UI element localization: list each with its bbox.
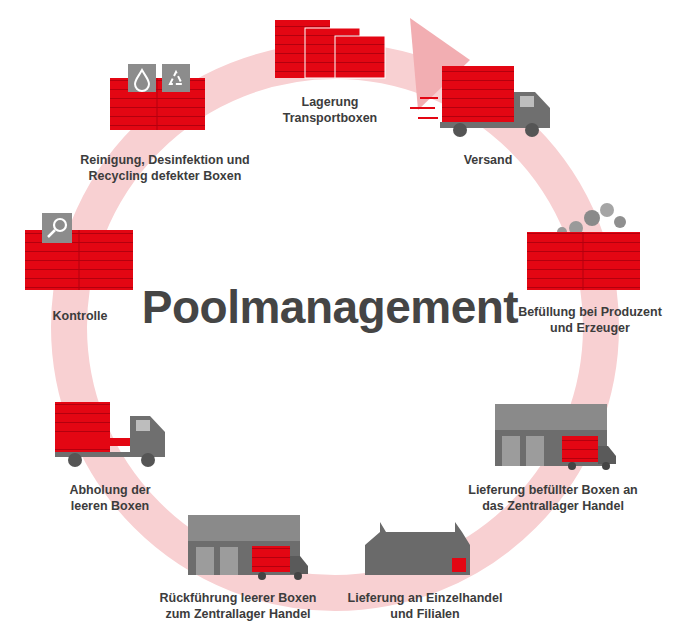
step-caption: Abholung der leeren Boxen bbox=[58, 482, 162, 514]
warehouse-truck bbox=[495, 404, 616, 470]
step-caption: Befüllung bei Produzent und Erzeuger bbox=[511, 304, 669, 336]
step-caption: Kontrolle bbox=[38, 308, 122, 324]
step-caption: Lieferung an Einzelhandel und Filialen bbox=[337, 590, 513, 622]
step-node: Befüllung bei Produzent und Erzeuger bbox=[511, 304, 669, 336]
step-node: Abholung der leeren Boxen bbox=[58, 482, 162, 514]
step-caption: Lagerung Transportboxen bbox=[274, 94, 386, 126]
step-caption: Rückführung leerer Boxen zum Zentrallage… bbox=[147, 590, 329, 622]
step-node: Lieferung an Einzelhandel und Filialen bbox=[337, 590, 513, 622]
step-node: Rückführung leerer Boxen zum Zentrallage… bbox=[147, 590, 329, 622]
step-node: Kontrolle bbox=[38, 308, 122, 324]
box-stack bbox=[275, 20, 385, 78]
step-node: Lagerung Transportboxen bbox=[274, 94, 386, 126]
inspected-boxes bbox=[25, 213, 133, 290]
warehouse-truck bbox=[188, 515, 308, 580]
diagram-title: Poolmanagement bbox=[120, 280, 540, 334]
step-caption: Lieferung befüllter Boxen an das Zentral… bbox=[457, 482, 649, 514]
step-node: Versand bbox=[446, 152, 530, 168]
step-caption: Versand bbox=[446, 152, 530, 168]
cleaning-boxes bbox=[110, 64, 205, 130]
cycle-ring bbox=[69, 61, 601, 593]
step-node: Reinigung, Desinfektion und Recycling de… bbox=[66, 152, 264, 184]
step-node: Lieferung befüllter Boxen an das Zentral… bbox=[457, 482, 649, 514]
truck bbox=[55, 402, 165, 467]
store-building bbox=[365, 522, 470, 575]
step-caption: Reinigung, Desinfektion und Recycling de… bbox=[66, 152, 264, 184]
filled-boxes bbox=[527, 203, 640, 290]
truck bbox=[410, 66, 550, 137]
